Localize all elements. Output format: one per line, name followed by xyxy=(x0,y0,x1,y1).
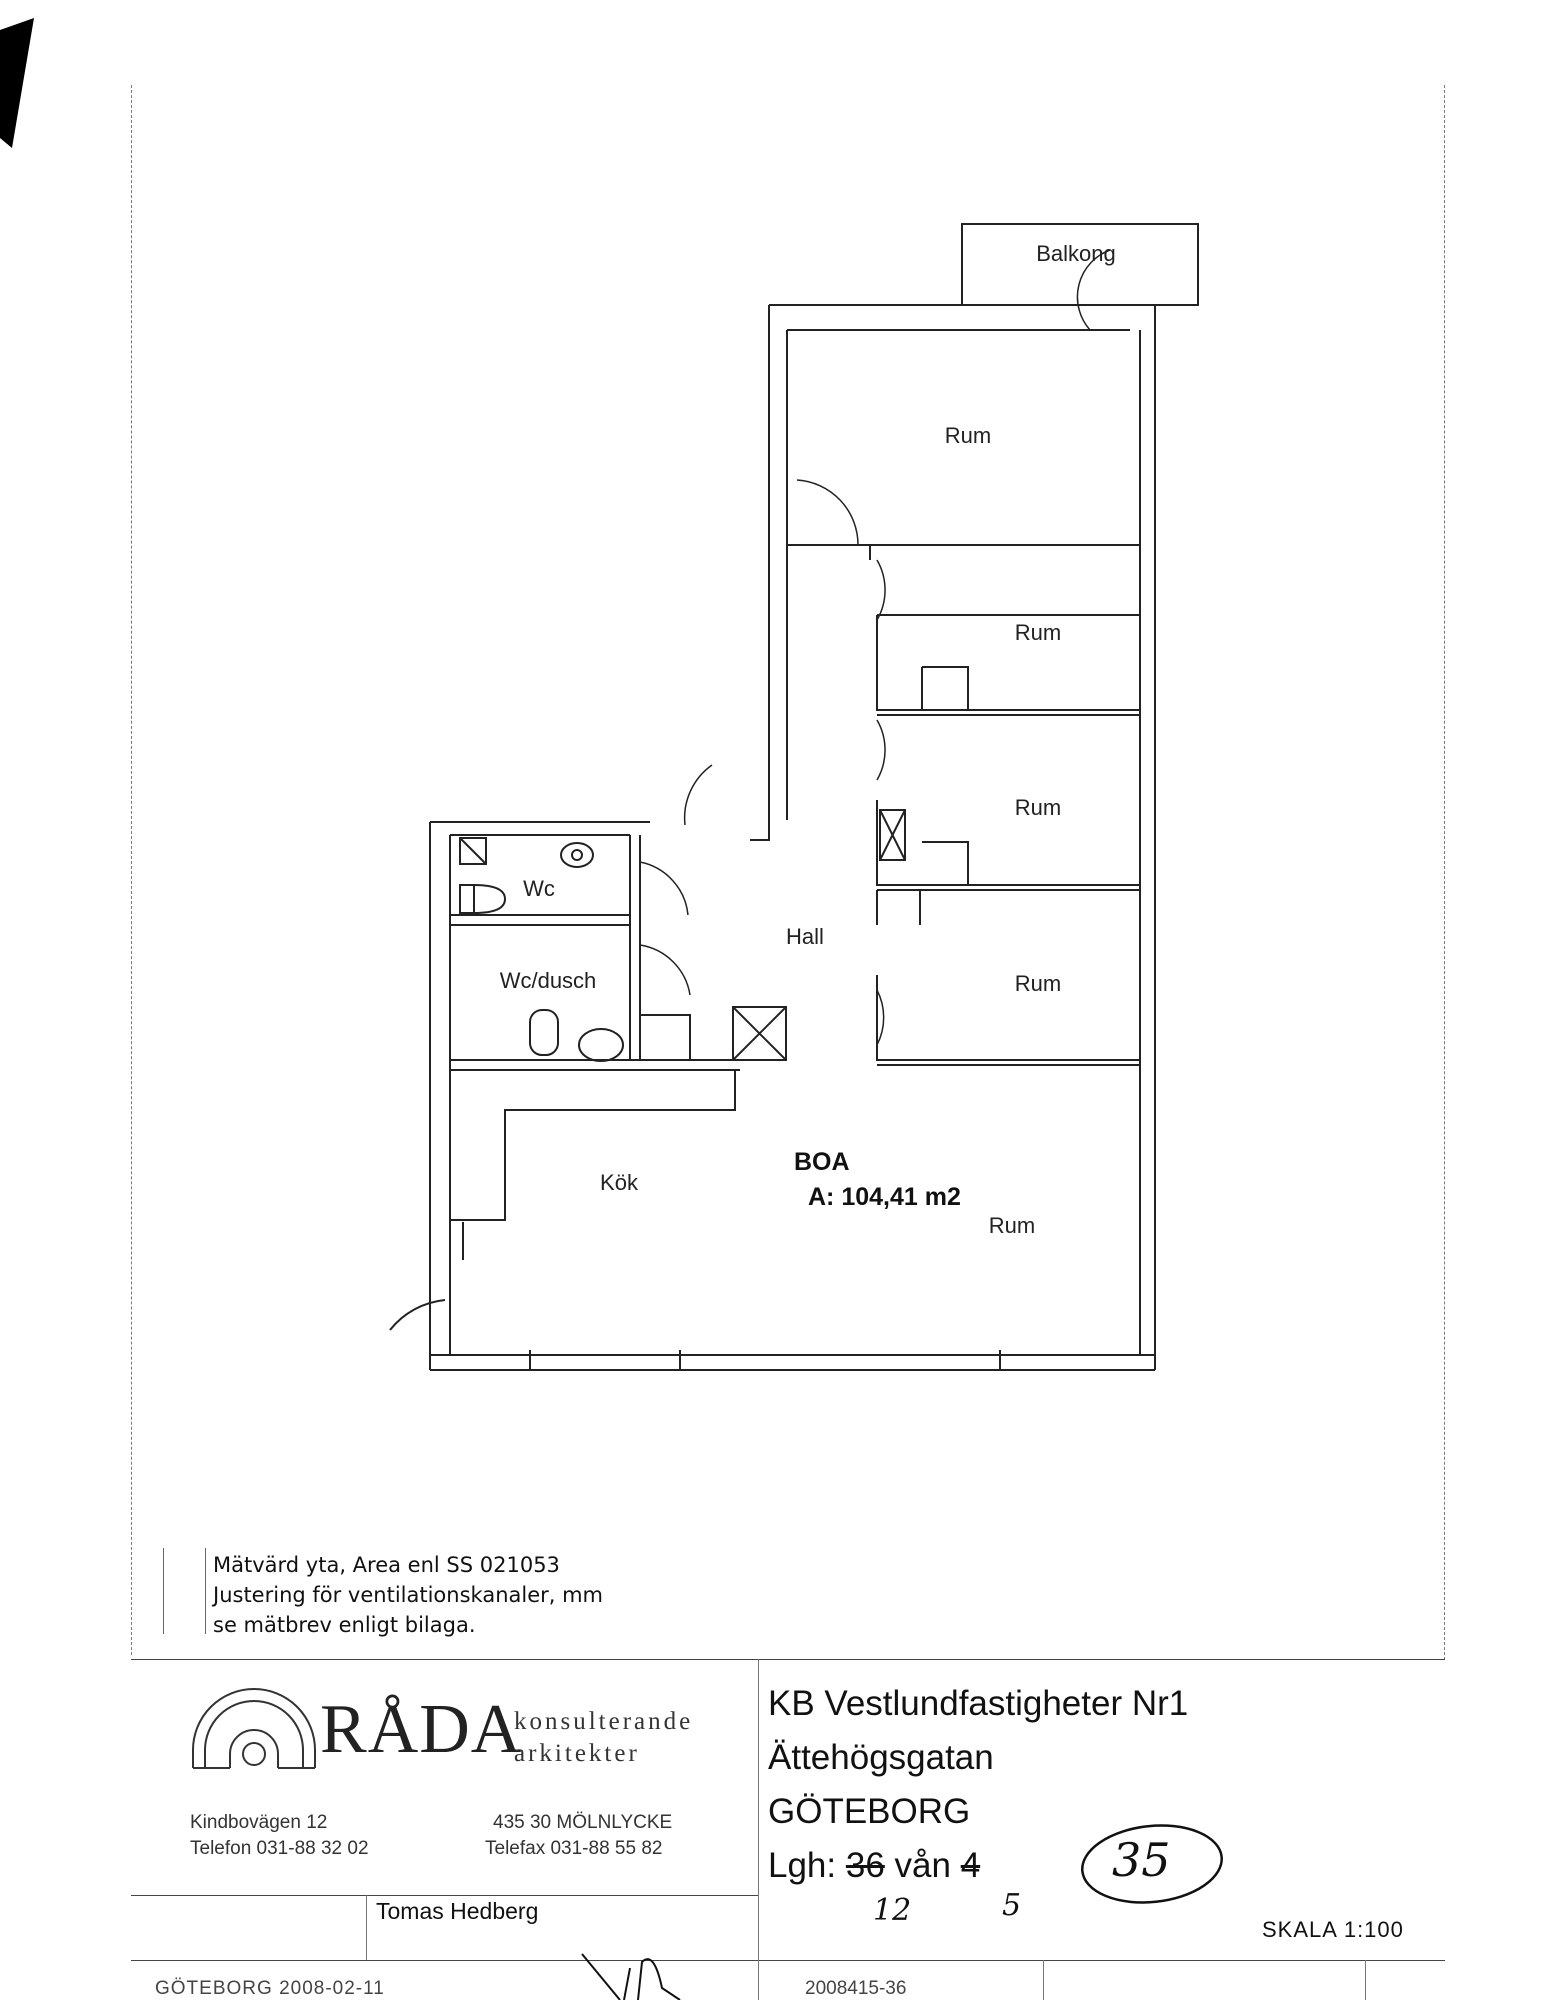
apartment-line: Lgh: 36 vån 4 xyxy=(768,1846,980,1886)
frame-left-line xyxy=(131,85,132,1655)
firm-fax: Telefax 031-88 55 82 xyxy=(485,1838,663,1859)
lgh-number: 36 xyxy=(845,1846,885,1885)
frame-right-line xyxy=(1444,85,1445,1660)
note-line-3: se mätbrev enligt bilaga. xyxy=(213,1613,476,1637)
title-block-bottom-border xyxy=(131,1960,1445,1961)
title-block-signer-row-border xyxy=(131,1895,758,1896)
signer-box-divider xyxy=(366,1895,367,1960)
van-label: vån xyxy=(894,1846,951,1885)
corner-scan-mark xyxy=(0,18,34,148)
firm-name: RÅDA xyxy=(320,1691,523,1768)
firm-subtitle-1: konsulterande xyxy=(514,1708,694,1735)
firm-postal: 435 30 MÖLNLYCKE xyxy=(493,1812,673,1833)
firm-street: Kindbovägen 12 xyxy=(190,1812,328,1833)
drawing-date: GÖTEBORG 2008-02-11 xyxy=(155,1978,385,1999)
measurement-note: Mätvärd yta, Area enl SS 021053 Justerin… xyxy=(213,1550,603,1640)
drawing-scale: SKALA 1:100 xyxy=(1262,1917,1404,1942)
handwritten-lgh-correction: 12 xyxy=(873,1893,912,1928)
floor-plan xyxy=(389,223,1199,1371)
room-label-wc-dusch: Wc/dusch xyxy=(499,968,597,993)
room-label-wc: Wc xyxy=(523,876,555,901)
note-bar-right xyxy=(205,1548,206,1634)
document-number: 2008415-36 xyxy=(805,1978,907,1999)
room-label-rum-3: Rum xyxy=(1014,795,1062,820)
room-label-rum-big: Rum xyxy=(988,1213,1036,1238)
note-line-2: Justering för ventilationskanaler, mm xyxy=(213,1583,604,1607)
note-bar-left xyxy=(163,1548,164,1634)
room-label-rum-4: Rum xyxy=(1014,971,1062,996)
handwritten-signature-mark xyxy=(581,1953,681,2000)
room-label-hall: Hall xyxy=(786,924,824,949)
room-label-rum-top: Rum xyxy=(944,423,992,448)
handwritten-apartment-number: 35 xyxy=(1112,1833,1171,1887)
note-line-1: Mätvärd yta, Area enl SS 021053 xyxy=(213,1553,560,1577)
handwritten-circle xyxy=(1081,1824,1223,1904)
project-city: GÖTEBORG xyxy=(768,1792,971,1831)
lgh-label: Lgh: xyxy=(768,1846,837,1885)
doc-row-divider xyxy=(1043,1960,1044,2000)
firm-phone: Telefon 031-88 32 02 xyxy=(190,1838,369,1859)
room-label-balkong: Balkong xyxy=(1036,241,1116,266)
signer-name: Tomas Hedberg xyxy=(376,1898,539,1924)
project-owner: KB Vestlundfastigheter Nr1 xyxy=(768,1684,1189,1723)
boa-label: BOA xyxy=(794,1148,850,1176)
title-block-top-border xyxy=(131,1659,1445,1660)
project-street: Ättehögsgatan xyxy=(768,1738,994,1777)
van-number: 4 xyxy=(960,1846,981,1885)
handwritten-van-correction: 5 xyxy=(1002,1888,1022,1923)
room-label-kok: Kök xyxy=(600,1170,638,1195)
rada-logo-icon xyxy=(192,1688,316,1769)
area-label: A: 104,41 m2 xyxy=(808,1183,961,1211)
room-label-rum-2: Rum xyxy=(1014,620,1062,645)
title-block-divider xyxy=(758,1659,759,2000)
doc-row-divider-right xyxy=(1365,1960,1366,2000)
firm-subtitle-2: arkitekter xyxy=(514,1740,640,1767)
